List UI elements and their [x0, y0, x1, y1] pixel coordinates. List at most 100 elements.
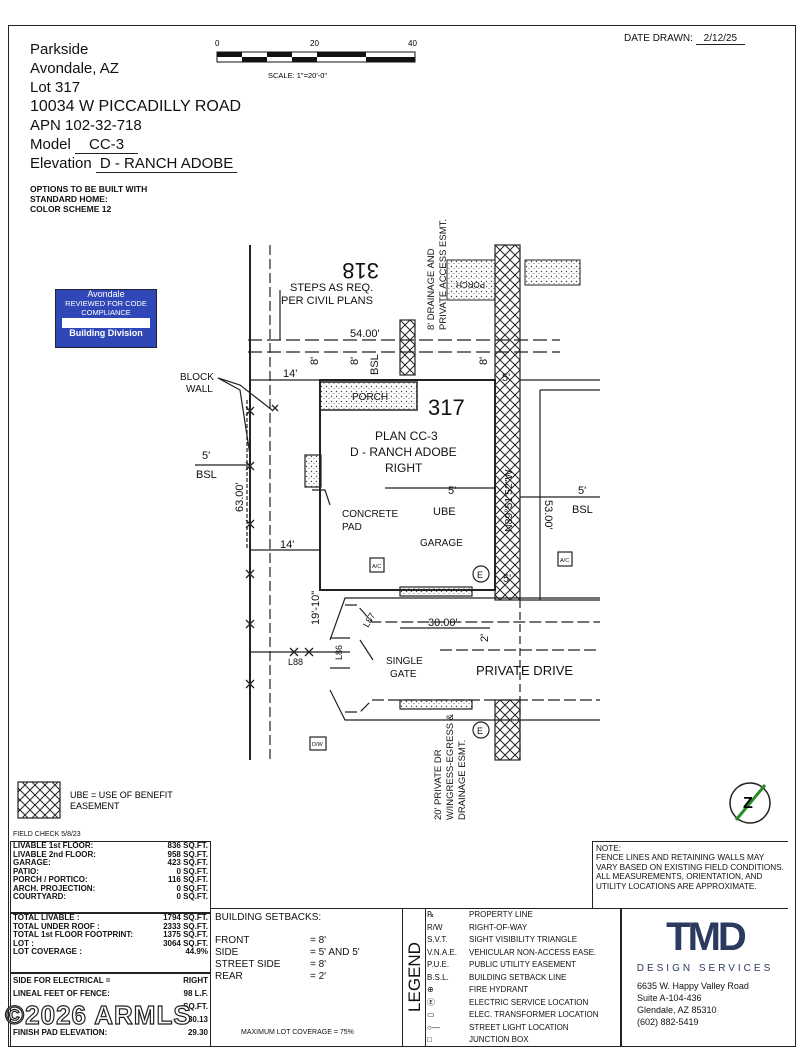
- setback-row: SIDE= 5' AND 5': [215, 947, 402, 959]
- extra-row: LINEAL FEET OF FENCE:98 L.F.: [11, 987, 210, 1000]
- field-check: FIELD CHECK 5/8/23: [13, 831, 81, 838]
- bsl-right: BSL: [572, 504, 593, 516]
- area-value: 0 SQ.FT.: [176, 883, 208, 893]
- total-label: TOTAL 1st FLOOR FOOTPRINT:: [13, 930, 133, 939]
- options-line-1: OPTIONS TO BE BUILT WITH: [30, 184, 148, 194]
- setback-value: = 2': [310, 971, 327, 982]
- scale-tick-20: 20: [310, 39, 319, 48]
- setback-label: FRONT: [215, 935, 250, 946]
- dim-19-10: 19'-10": [310, 591, 322, 625]
- note-text: FENCE LINES AND RETAINING WALLS MAY VARY…: [596, 853, 784, 891]
- setbacks-title: BUILDING SETBACKS:: [215, 912, 322, 923]
- ube-legend-line-2: EASEMENT: [70, 801, 120, 811]
- electric-service-icon-2: E: [477, 726, 483, 736]
- porch-adjacent-label: PORCH: [456, 280, 485, 289]
- legend-title: LEGEND: [405, 942, 424, 1012]
- area-row: LIVABLE 2nd FLOOR:958 SQ.FT.: [11, 849, 210, 860]
- extra-value: 30.13: [187, 1015, 208, 1024]
- legend-text: FIRE HYDRANT: [469, 985, 529, 994]
- elevation: D - RANCH ADOBE: [95, 155, 238, 173]
- approval-stamp: Avondale REVIEWED FOR CODE COMPLIANCE Bu…: [55, 289, 157, 348]
- stamp-reviewed: REVIEWED FOR CODE: [65, 299, 147, 308]
- total-value: 2333 SQ.FT.: [163, 921, 208, 931]
- area-row: COURTYARD:0 SQ.FT.: [11, 892, 210, 902]
- max-coverage: MAXIMUM LOT COVERAGE = 75%: [241, 1029, 354, 1036]
- setback-value: = 8': [310, 959, 327, 970]
- extra-row: SQ.FT.: [11, 1000, 210, 1013]
- easement-line-1: 20' PRIVATE DR: [433, 749, 444, 820]
- setback-label: STREET SIDE: [215, 959, 281, 970]
- garage-label: GARAGE: [420, 538, 463, 549]
- drainage-line-1: 8' DRAINAGE AND: [426, 248, 437, 330]
- area-row: LIVABLE 1st FLOOR:836 SQ.FT.: [11, 841, 210, 851]
- company-address-3: Glendale, AZ 85310: [637, 1005, 717, 1015]
- legend-key: V.N.A.E.: [427, 947, 457, 957]
- options-note: OPTIONS TO BE BUILT WITH STANDARD HOME: …: [30, 184, 147, 214]
- setback-label: SIDE: [215, 947, 239, 958]
- total-value: 44.9%: [185, 947, 208, 956]
- stamp-signature-area: [62, 318, 150, 328]
- total-value: 1375 SQ.FT.: [163, 930, 208, 939]
- area-value: 116 SQ.FT.: [167, 875, 208, 884]
- apn-label: APN: [30, 117, 61, 134]
- total-label: TOTAL UNDER ROOF :: [13, 921, 100, 931]
- legend-key: □: [427, 1035, 432, 1044]
- area-label: ARCH. PROJECTION:: [13, 883, 96, 893]
- area-table: LIVABLE 1st FLOOR:836 SQ.FT.LIVABLE 2nd …: [10, 841, 211, 913]
- dim-53: 53.00': [542, 500, 554, 530]
- lot-label: Lot: [30, 79, 51, 96]
- plan-elevation: D - RANCH ADOBE: [350, 445, 457, 459]
- area-row: PORCH / PORTICO:116 SQ.FT.: [11, 875, 210, 885]
- scale-bar: 0 20 40 SCALE: 1"=20'-0": [215, 39, 417, 80]
- legend-text: JUNCTION BOX: [469, 1035, 529, 1044]
- dim-5-right: 5': [578, 485, 586, 497]
- curve-l86: L86: [334, 645, 344, 660]
- dim-5-apron: 5': [503, 573, 511, 585]
- project-info: Parkside Avondale, AZ Lot 317 10034 W PI…: [30, 40, 241, 173]
- options-line-2: STANDARD HOME:: [30, 194, 108, 204]
- legend-key: S.V.T.: [427, 935, 448, 944]
- total-label: TOTAL LIVABLE :: [13, 913, 80, 922]
- extra-value: RIGHT: [183, 976, 208, 985]
- legend-text: SIGHT VISIBILITY TRIANGLE: [469, 935, 578, 944]
- stamp-compliance: COMPLIANCE: [81, 308, 131, 317]
- company-phone: (602) 882-5419: [637, 1017, 699, 1027]
- city: Avondale, AZ: [30, 60, 119, 77]
- company-logo: TMD: [666, 915, 747, 959]
- model: CC-3: [75, 136, 139, 154]
- area-row: PATIO:0 SQ.FT.: [11, 867, 210, 877]
- setback-label: REAR: [215, 971, 243, 982]
- ube-legend-swatch: [17, 781, 61, 819]
- area-label: LIVABLE 1st FLOOR:: [13, 841, 94, 850]
- date-value: 2/12/25: [695, 33, 746, 45]
- setback-value: = 8': [310, 935, 327, 946]
- concrete-label-1: CONCRETE: [342, 509, 398, 520]
- legend-row: ○—STREET LIGHT LOCATION: [427, 1022, 599, 1035]
- legend-row: ℞PROPERTY LINE: [427, 909, 599, 922]
- curve-l88: L88: [288, 657, 303, 667]
- date-drawn: DATE DRAWN: 2/12/25: [624, 33, 746, 45]
- lot-number-label: 317: [428, 395, 465, 420]
- company-address-2: Suite A-104-436: [637, 993, 702, 1003]
- legend-row: S.V.T. SIGHT VISIBILITY TRIANGLE: [427, 934, 599, 947]
- dim-8b: 8': [349, 357, 361, 365]
- totals-table: TOTAL LIVABLE :1794 SQ.FT.TOTAL UNDER RO…: [10, 913, 211, 973]
- total-row: LOT COVERAGE :44.9%: [11, 947, 210, 957]
- legend-text: ELECTRIC SERVICE LOCATION: [469, 997, 589, 1007]
- area-value: 423 SQ.FT.: [167, 858, 208, 867]
- area-value: 958 SQ.FT.: [167, 849, 208, 859]
- dim-8c: 8': [478, 357, 490, 365]
- scale-label: SCALE: 1"=20'-0": [268, 71, 327, 80]
- block-wall-label-2: WALL: [186, 384, 213, 395]
- bearing: N89°51'52"W: [503, 469, 515, 532]
- dw-label: D/W: [312, 742, 324, 748]
- steps-line-1: STEPS AS REQ.: [290, 282, 373, 294]
- legend-row: ⊕FIRE HYDRANT: [427, 984, 599, 997]
- concrete-label-2: PAD: [342, 522, 362, 533]
- total-label: LOT :: [13, 938, 34, 948]
- dim-30: 30.00': [428, 617, 458, 629]
- note-title: NOTE:: [596, 844, 622, 853]
- extra-row: 30.13: [11, 1013, 210, 1026]
